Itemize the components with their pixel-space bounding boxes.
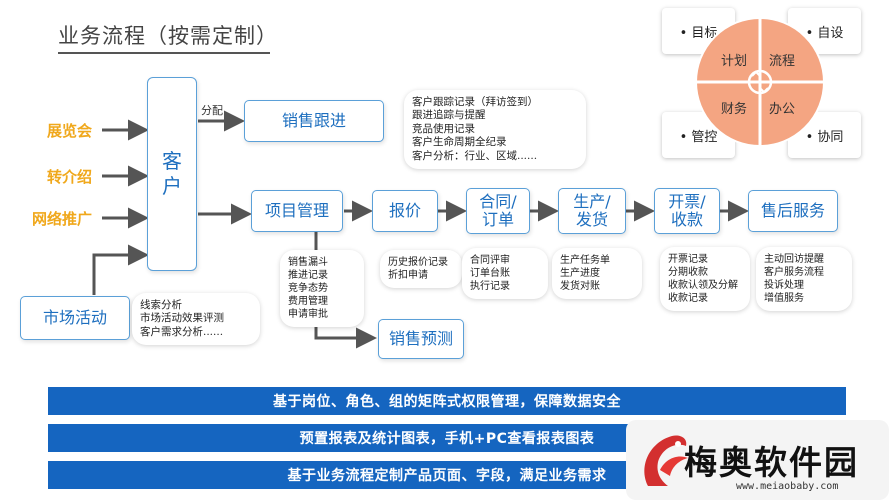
split-label: 分配: [201, 104, 223, 117]
pdca-box-label: • 自设: [805, 25, 844, 41]
note-line: 开票记录: [668, 254, 708, 265]
note-line: 历史报价记录: [388, 257, 448, 268]
watermark-text: 梅奥软件园: [684, 443, 859, 482]
note-line: 客户需求分析......: [140, 325, 224, 338]
contract-notes: 合同评审 订单台账 执行记录: [462, 248, 548, 299]
arrow-market: [92, 244, 149, 295]
note-line: 市场活动效果评测: [140, 312, 224, 325]
note-line: 主动回访提醒: [764, 254, 824, 265]
flow-node-aftersales: 售后服务: [748, 190, 838, 232]
note-line: 客户跟踪记录（拜访签到）: [412, 96, 538, 108]
note-line: 申请审批: [288, 309, 328, 320]
note-line: 费用管理: [288, 296, 328, 307]
note-line: 投诉处理: [764, 280, 804, 291]
customer-node: 客 户: [147, 77, 197, 271]
note-line: 生产任务单: [560, 255, 610, 266]
note-line: 发货对账: [560, 281, 600, 292]
pdca-box-label: • 管控: [679, 129, 718, 145]
pdca-finance: 财务: [721, 102, 748, 117]
flow-node-production: 生产/ 发货: [558, 188, 626, 234]
production-notes: 生产任务单 生产进度 发货对账: [552, 248, 642, 299]
note-line: 客户分析：行业、区域......: [412, 149, 538, 162]
market-notes: 线索分析 市场活动效果评测 客户需求分析......: [132, 293, 260, 346]
note-line: 收款记录: [668, 293, 708, 304]
watermark-logo: [626, 420, 889, 500]
source-web: 网络推广: [32, 210, 93, 228]
aftersales-notes: 主动回访提醒 客户服务流程 投诉处理 增值服务: [756, 247, 852, 311]
note-line: 合同评审: [470, 255, 510, 266]
note-line: 线索分析: [140, 299, 182, 311]
note-line: 客户服务流程: [764, 267, 824, 278]
flow-node-project: 项目管理: [251, 190, 343, 232]
note-line: 增值服务: [764, 293, 804, 304]
feature-bar-permissions: 基于岗位、角色、组的矩阵式权限管理，保障数据安全: [48, 387, 846, 415]
note-line: 客户生命周期全纪录: [412, 136, 507, 149]
invoice-notes: 开票记录 分期收款 收款认领及分解 收款记录: [660, 247, 750, 311]
pdca-plan: 计划: [721, 54, 748, 69]
quote-notes: 历史报价记录 折扣申请: [380, 250, 462, 288]
note-line: 推进记录: [288, 270, 328, 281]
customer-label-1: 客: [162, 149, 182, 173]
pdca-process: 流程: [769, 54, 796, 69]
pdca-office: 办公: [769, 102, 796, 117]
sales-follow-node: 销售跟进: [244, 100, 384, 142]
customer-label-2: 户: [162, 174, 182, 198]
note-line: 销售漏斗: [288, 257, 328, 268]
note-line: 执行记录: [470, 281, 510, 292]
note-line: 分期收款: [668, 267, 708, 278]
note-line: 竞品使用记录: [412, 122, 475, 135]
note-line: 收款认领及分解: [668, 280, 738, 291]
flow-node-invoice: 开票/ 收款: [654, 188, 720, 234]
market-activity-node: 市场活动: [20, 296, 130, 340]
note-line: 折扣申请: [388, 270, 428, 281]
pdca-box-label: • 目标: [679, 25, 718, 41]
pdca-box-label: • 协同: [805, 129, 844, 145]
source-referral: 转介绍: [47, 168, 93, 186]
title-underline: [58, 52, 270, 54]
flow-node-quote: 报价: [372, 190, 438, 232]
page-title: 业务流程（按需定制）: [58, 24, 278, 48]
note-line: 订单台账: [470, 268, 510, 279]
project-notes: 销售漏斗 推进记录 竞争态势 费用管理 申请审批: [280, 250, 364, 327]
note-line: 生产进度: [560, 268, 600, 279]
note-line: 竞争态势: [288, 283, 328, 294]
pdca-circle: [695, 17, 825, 147]
note-line: 跟进追踪与提醒: [412, 109, 486, 122]
flow-node-contract: 合同/ 订单: [466, 188, 530, 234]
sales-forecast-node: 销售预测: [378, 319, 464, 359]
watermark-url: www.meiaobaby.com: [736, 481, 839, 492]
sales-follow-notes: 客户跟踪记录（拜访签到） 跟进追踪与提醒 竞品使用记录 客户生命周期全纪录 客户…: [404, 90, 586, 170]
source-expo: 展览会: [47, 122, 93, 140]
